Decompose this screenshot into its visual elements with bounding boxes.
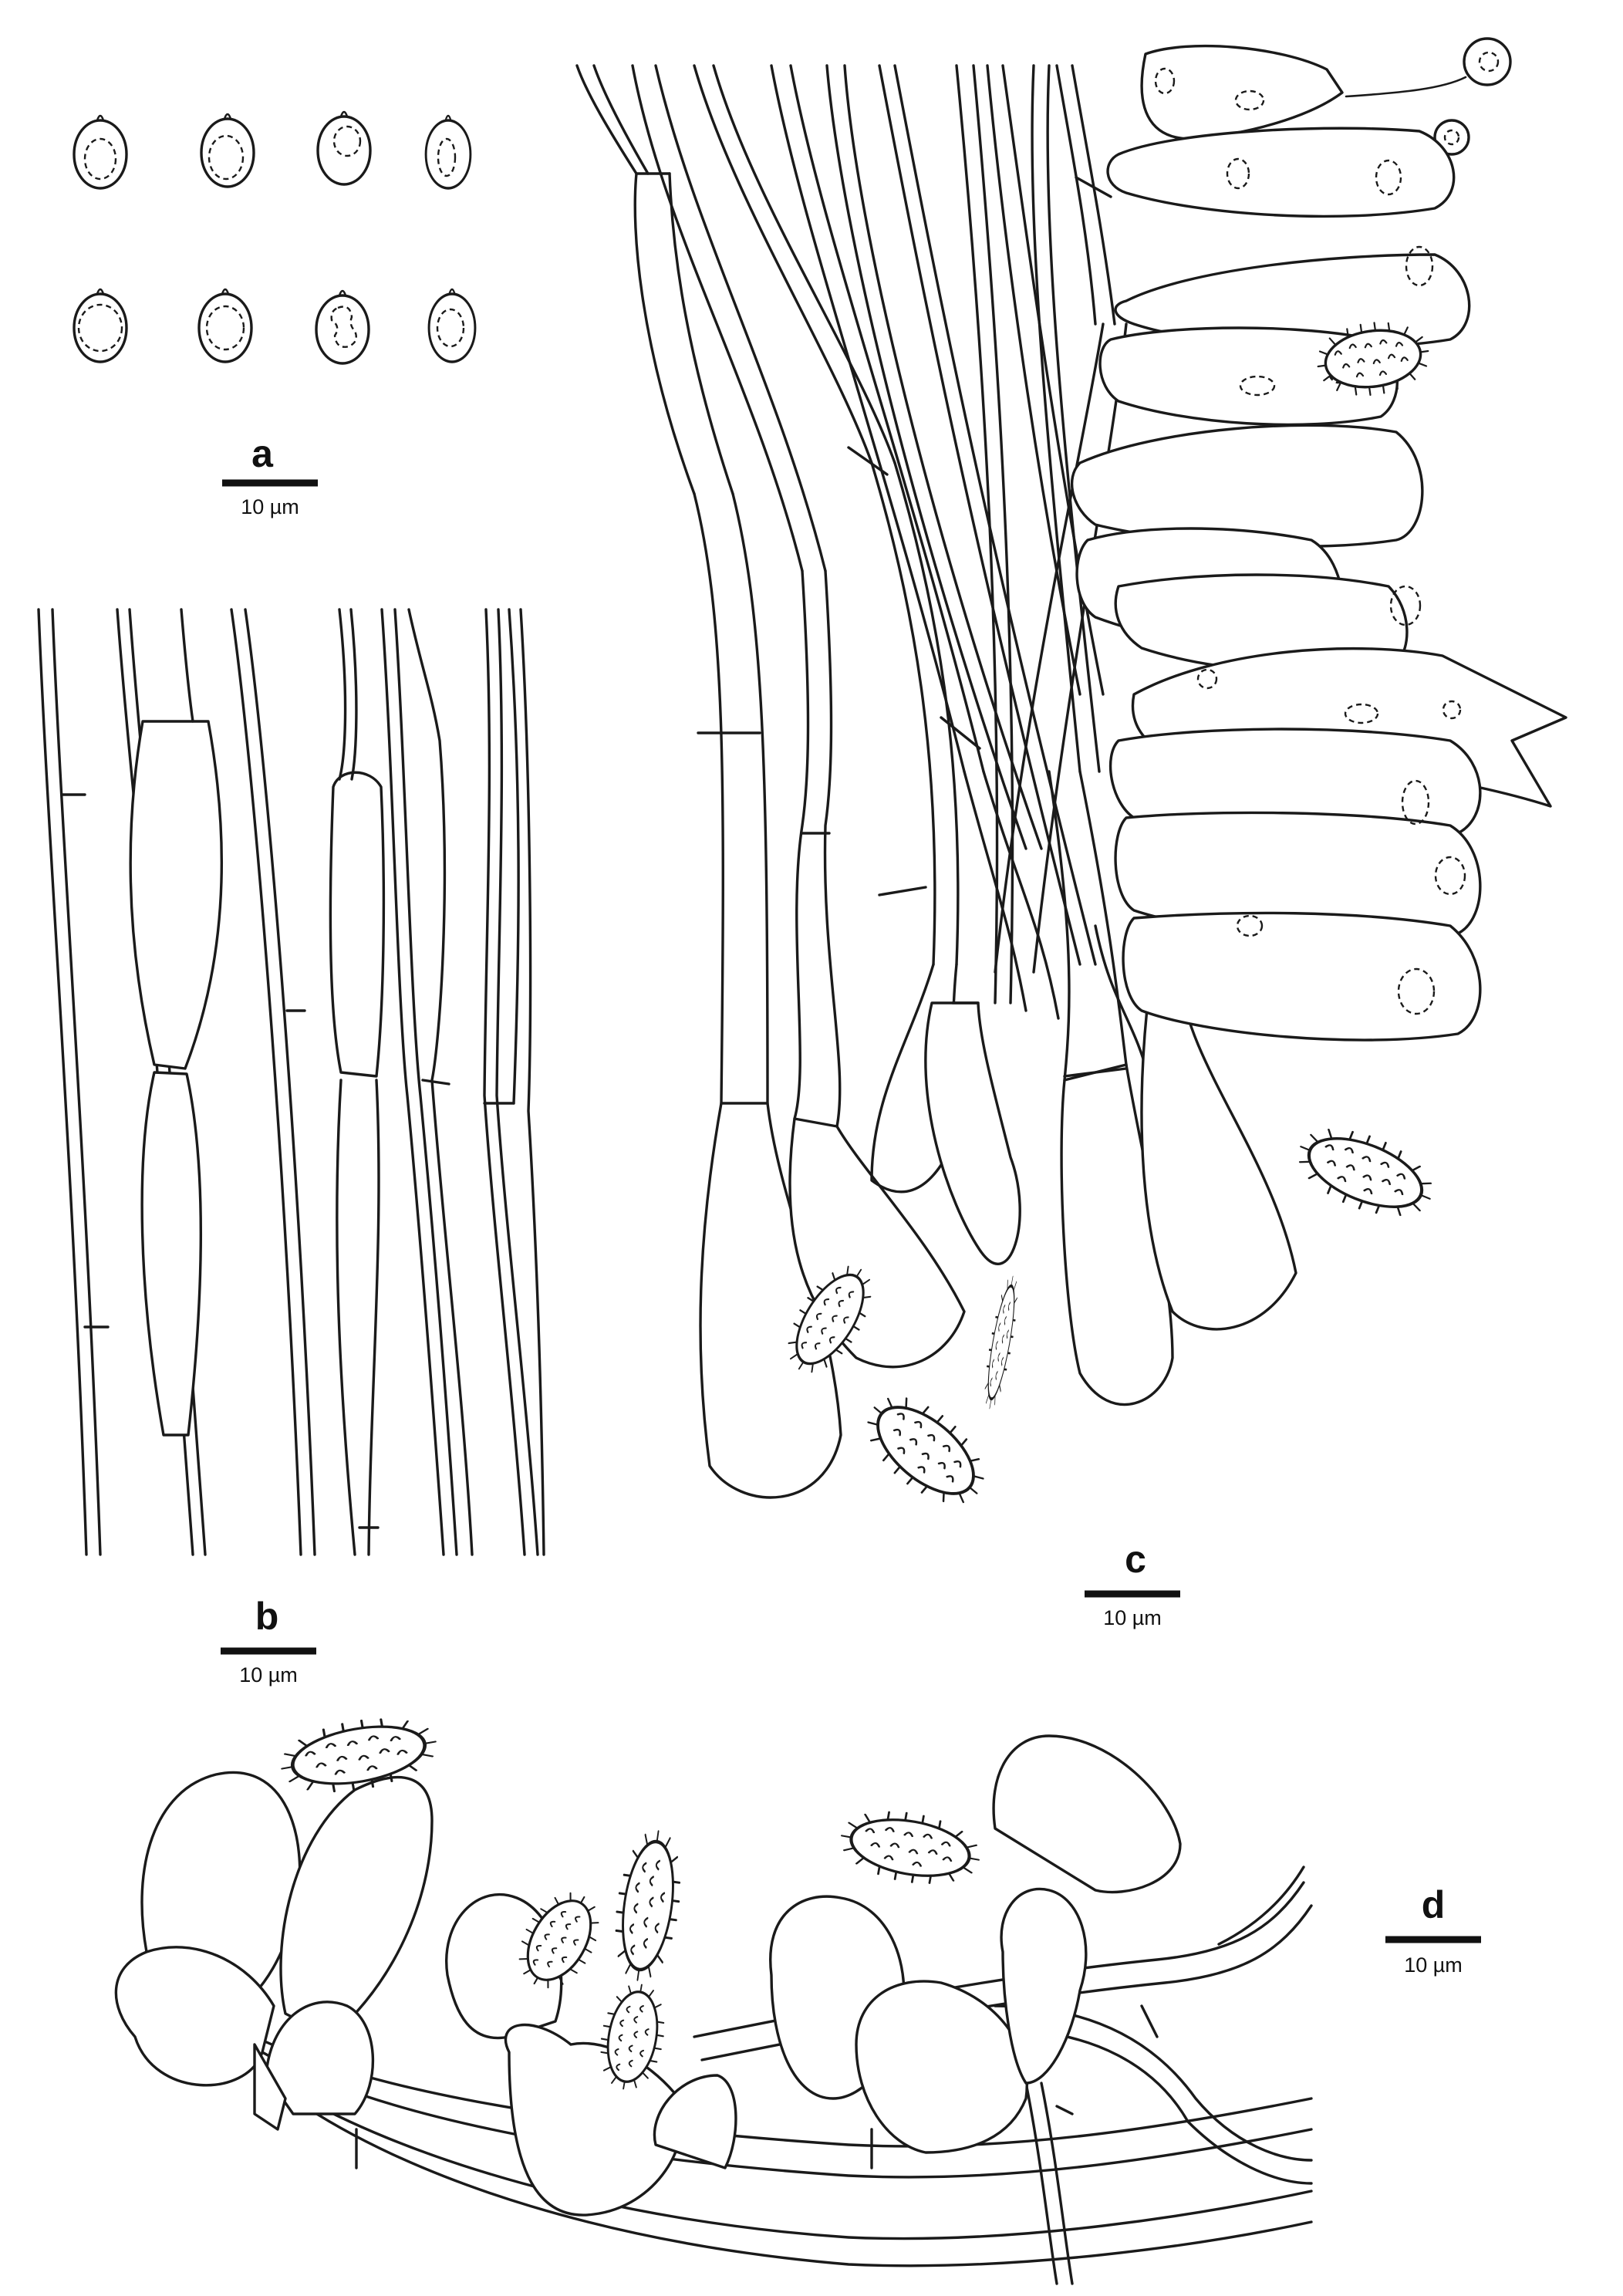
spore-row-top [73, 110, 472, 190]
spore [315, 289, 370, 365]
spore [200, 113, 255, 188]
spore [316, 110, 372, 186]
panel-b-label: b [255, 1595, 279, 1638]
scale-text-c: 10 µm [1103, 1606, 1162, 1629]
hyphae-c [575, 64, 1297, 1499]
panel-c-label: c [1125, 1538, 1146, 1581]
panel-b: b 10 µm [37, 608, 545, 1687]
scale-text-a: 10 µm [241, 495, 299, 518]
panel-a: a 10 µm [73, 110, 477, 518]
cells-d [114, 1734, 1182, 2217]
panel-c: c 10 µm [575, 37, 1567, 1629]
spore [427, 288, 477, 363]
spore [73, 288, 128, 363]
basidia-c [1070, 37, 1567, 1042]
spore [73, 114, 128, 190]
panel-d-label: d [1422, 1883, 1446, 1926]
scale-text-b: 10 µm [239, 1663, 298, 1687]
hyphae-b [37, 608, 545, 1556]
panel-d: d 10 µm [114, 1708, 1481, 2285]
spore [424, 114, 472, 190]
scale-text-d: 10 µm [1404, 1953, 1463, 1977]
spore-row-bottom [73, 288, 477, 365]
spore [197, 288, 253, 363]
panel-a-label: a [251, 432, 274, 475]
hyphae-d [253, 1866, 1313, 2285]
